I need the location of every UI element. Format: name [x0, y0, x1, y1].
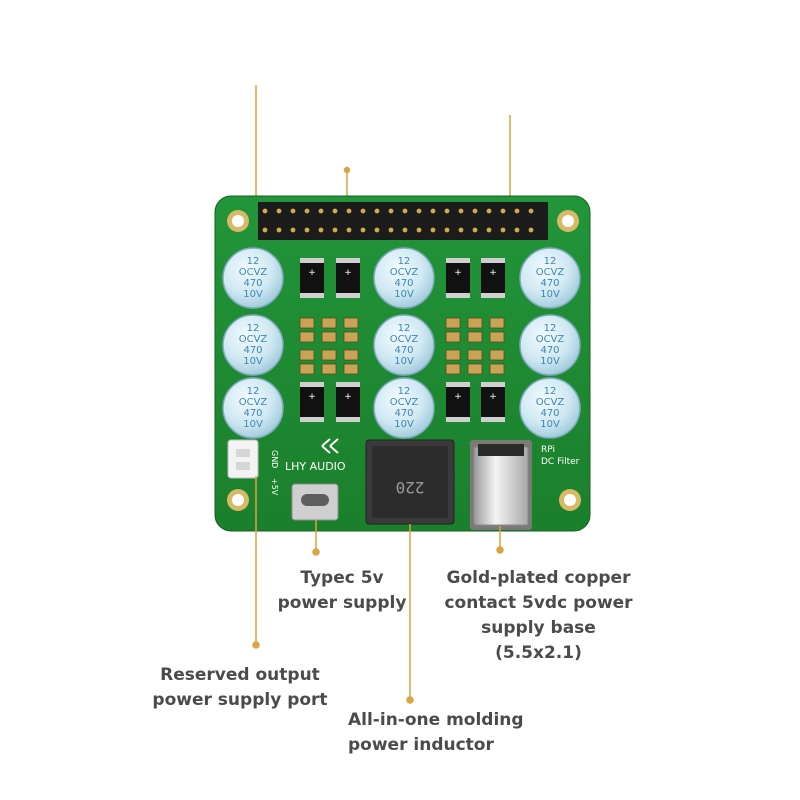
svg-text:470: 470 [394, 408, 413, 419]
mounting-holes [227, 210, 581, 511]
svg-text:+: + [489, 268, 497, 278]
callout-dc-jack: Gold-plated copper contact 5vdc power su… [426, 566, 651, 666]
callout-typec-power-supply: Typec 5v power supply [262, 566, 422, 616]
smd-pad-grid-left [299, 317, 359, 375]
power-inductor [365, 439, 455, 525]
svg-text:+: + [454, 392, 462, 402]
svg-text:470: 470 [540, 278, 559, 289]
svg-text:OCVZ: OCVZ [536, 397, 565, 408]
svg-text:+: + [454, 268, 462, 278]
svg-text:10V: 10V [540, 356, 560, 367]
svg-text:10V: 10V [540, 289, 560, 300]
svg-text:10V: 10V [394, 419, 414, 430]
callout-gold-line1: Gold-plated copper [446, 568, 631, 588]
board-label-line1: RPi [541, 445, 555, 455]
svg-text:OCVZ: OCVZ [536, 267, 565, 278]
svg-text:12: 12 [398, 256, 411, 267]
brand-label: LHY AUDIO [285, 460, 346, 473]
svg-text:12: 12 [398, 386, 411, 397]
leader-lines-bottom [252, 476, 504, 704]
gpio-header [258, 202, 548, 240]
smd-pad-grid-right [445, 317, 505, 375]
svg-text:OCVZ: OCVZ [390, 397, 419, 408]
svg-text:10V: 10V [394, 289, 414, 300]
svg-text:OCVZ: OCVZ [239, 397, 268, 408]
brand-logo-icon [321, 438, 339, 454]
svg-text:470: 470 [243, 408, 262, 419]
svg-text:+: + [489, 392, 497, 402]
board-label-line2: DC Filter [541, 457, 580, 467]
svg-text:+: + [344, 268, 352, 278]
callout-gold-line2: contact 5vdc power [444, 593, 633, 613]
svg-text:10V: 10V [243, 289, 263, 300]
svg-text:10V: 10V [394, 356, 414, 367]
smd-capacitors: + + + + + + + + [300, 258, 505, 422]
callout-gold-line4: (5.5x2.1) [495, 643, 582, 663]
pin-gnd-label: GND [270, 450, 279, 468]
svg-text:12: 12 [544, 256, 557, 267]
svg-text:470: 470 [394, 278, 413, 289]
svg-text:OCVZ: OCVZ [536, 334, 565, 345]
svg-text:12: 12 [544, 323, 557, 334]
callout-reserved-output: Reserved output power supply port [140, 663, 340, 713]
svg-text:12: 12 [398, 323, 411, 334]
svg-text:OCVZ: OCVZ [390, 267, 419, 278]
callout-reserved-line1: Reserved output [160, 665, 320, 685]
svg-text:+: + [344, 392, 352, 402]
svg-text:OCVZ: OCVZ [239, 334, 268, 345]
svg-text:12: 12 [247, 386, 260, 397]
svg-text:12: 12 [247, 323, 260, 334]
svg-text:470: 470 [243, 278, 262, 289]
svg-text:470: 470 [243, 345, 262, 356]
callout-reserved-line2: power supply port [152, 690, 328, 710]
svg-text:10V: 10V [243, 356, 263, 367]
svg-text:10V: 10V [540, 419, 560, 430]
callout-typec-line1: Typec 5v [300, 568, 384, 588]
svg-text:12: 12 [544, 386, 557, 397]
reserved-output-connector [227, 439, 259, 479]
svg-text:OCVZ: OCVZ [239, 267, 268, 278]
svg-text:10V: 10V [243, 419, 263, 430]
pin-5v-label: +5V [270, 478, 279, 496]
inductor-mark: 220 [396, 478, 425, 497]
usb-c-port [291, 483, 339, 521]
callout-inductor-line1: All-in-one molding [348, 710, 524, 730]
svg-text:+: + [308, 268, 316, 278]
callout-gold-line3: supply base [481, 618, 596, 638]
svg-text:470: 470 [540, 345, 559, 356]
callout-typec-line2: power supply [277, 593, 407, 613]
callout-power-inductor: All-in-one molding power inductor [348, 708, 524, 758]
svg-text:470: 470 [394, 345, 413, 356]
svg-text:470: 470 [540, 408, 559, 419]
svg-text:+: + [308, 392, 316, 402]
callout-inductor-line2: power inductor [348, 735, 494, 755]
svg-text:OCVZ: OCVZ [390, 334, 419, 345]
dc-barrel-jack [470, 440, 532, 530]
svg-text:12: 12 [247, 256, 260, 267]
